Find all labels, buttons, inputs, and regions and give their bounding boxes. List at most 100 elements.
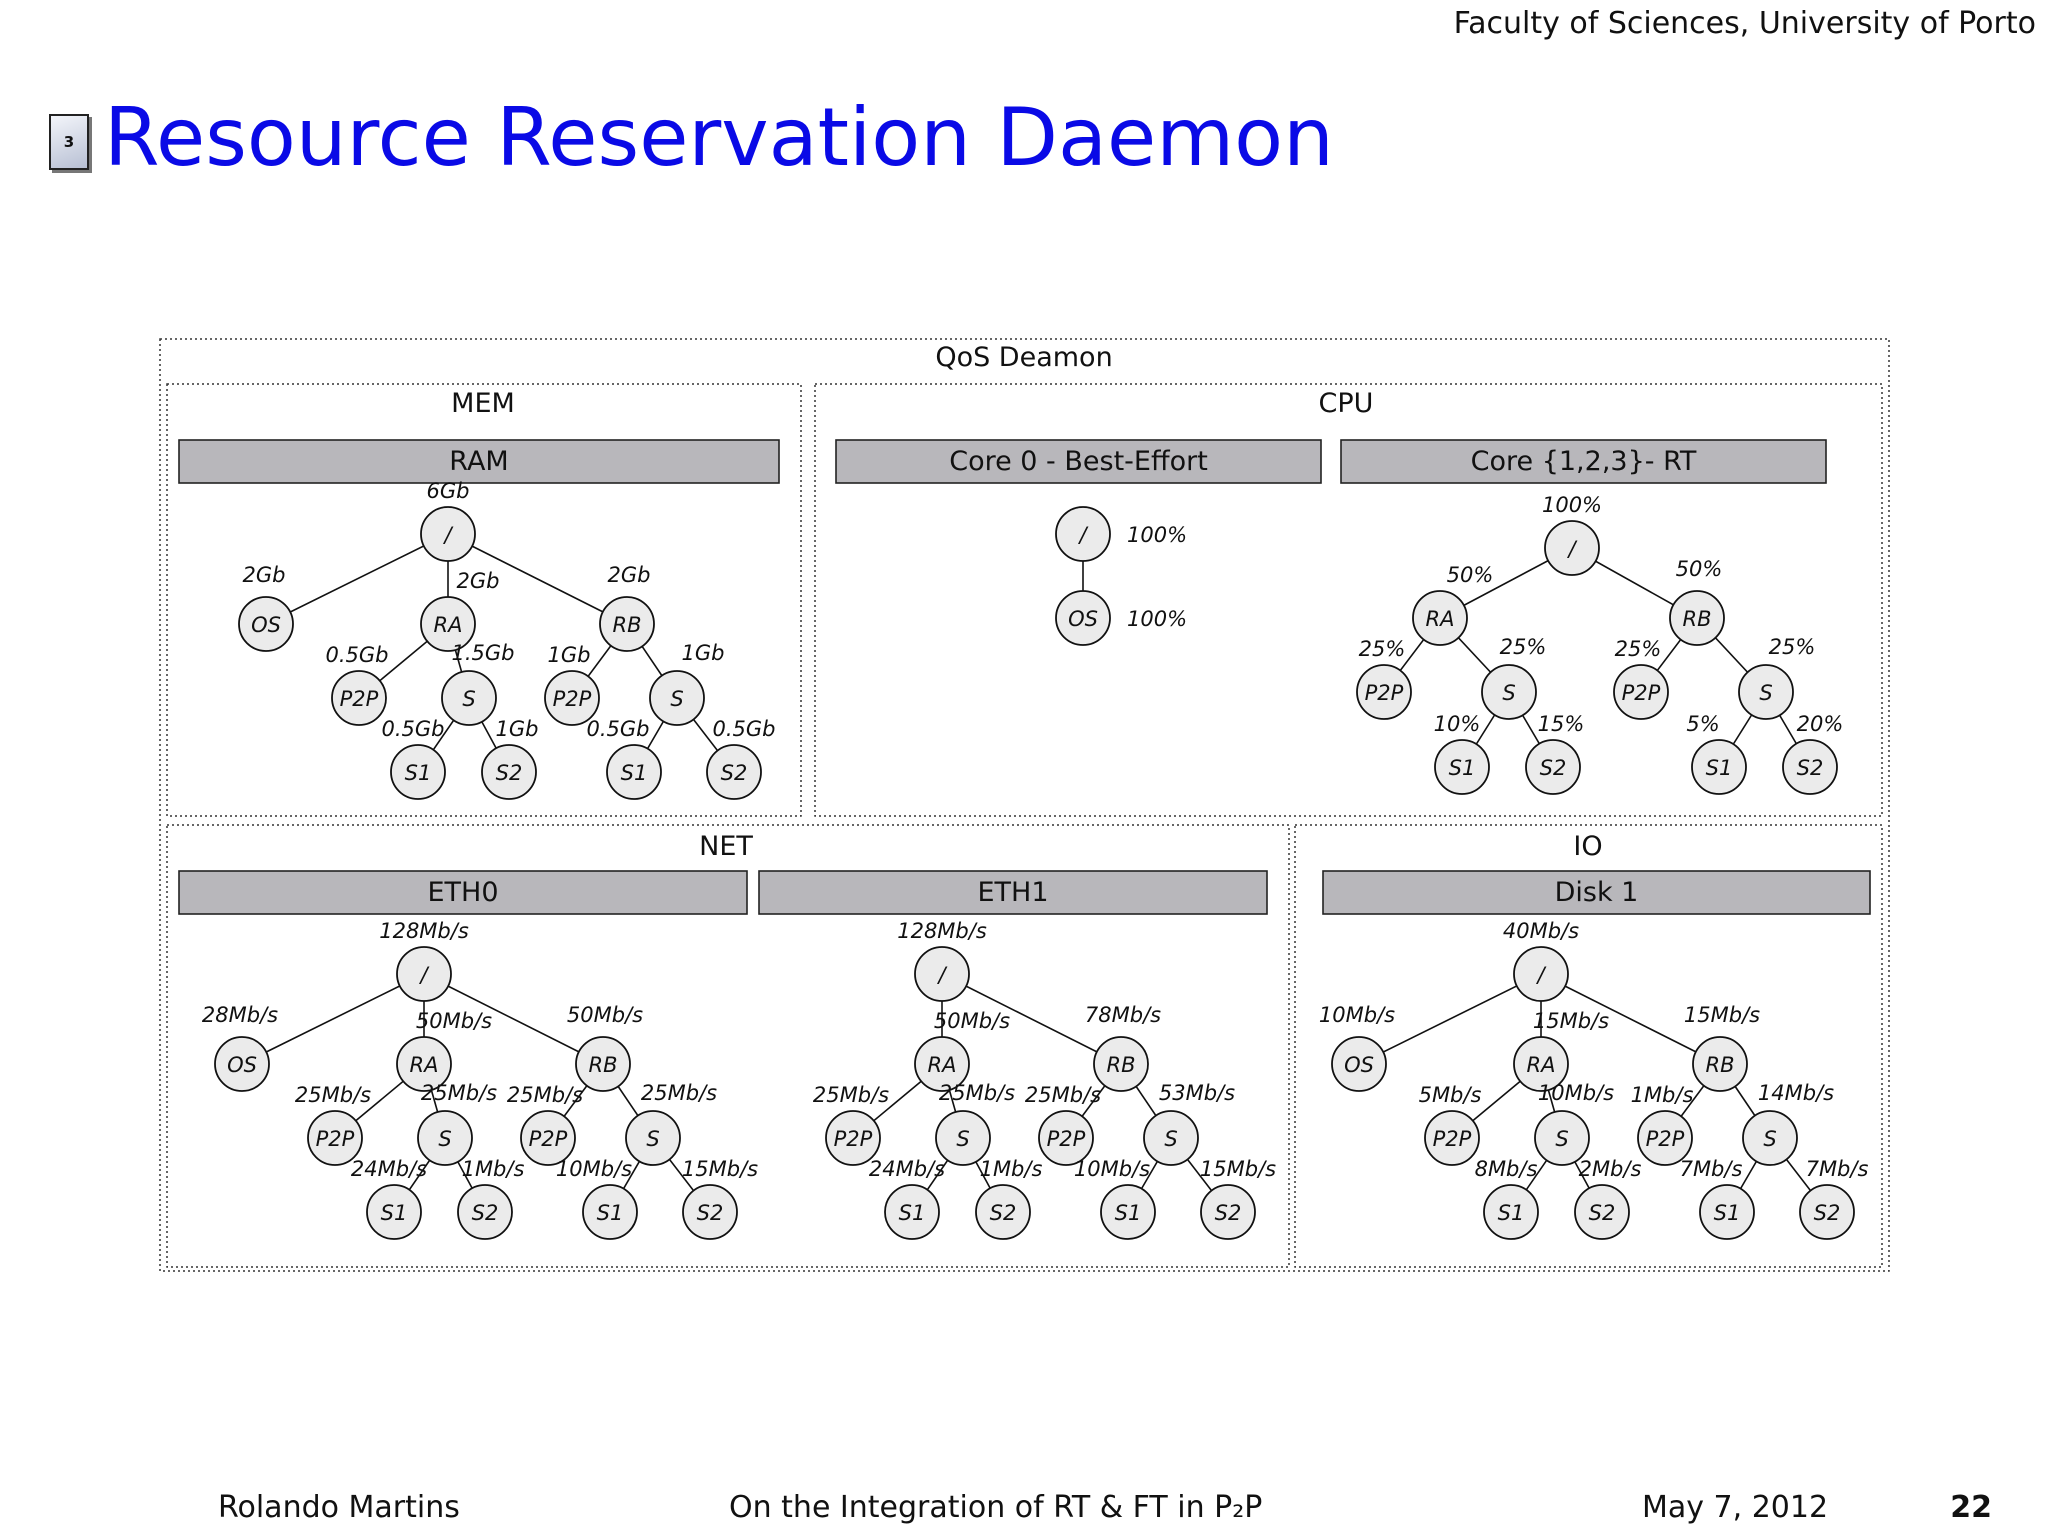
allocation-label: 14Mb/s (1758, 1081, 1834, 1105)
tree-node-ra_s (1534, 1110, 1590, 1166)
tree-node-label: S2 (990, 1201, 1017, 1225)
tree-node-rb_s (1143, 1110, 1199, 1166)
tree-edge (941, 973, 1122, 1065)
tree-node-root (396, 946, 452, 1002)
device-header-label: Core {1,2,3}- RT (1471, 446, 1697, 477)
tree-node-label: S2 (472, 1201, 499, 1225)
tree-node-label: S2 (1589, 1201, 1616, 1225)
tree-node-rb_s (625, 1110, 681, 1166)
tree-node-label: OS (227, 1053, 257, 1077)
allocation-label: 15Mb/s (1684, 1003, 1760, 1027)
footer-author: Rolando Martins (218, 1490, 460, 1525)
tree-node-label: S1 (1449, 756, 1476, 780)
tree-node-root (1055, 506, 1111, 562)
tree-node-root (914, 946, 970, 1002)
tree-node-ra_s (935, 1110, 991, 1166)
tree-node-ra_s2 (481, 744, 537, 800)
allocation-label: 50% (1676, 557, 1723, 581)
tree-node-ra_s1 (1434, 739, 1490, 795)
tree-node-label: S1 (405, 761, 432, 785)
allocation-label: 0.5Gb (713, 717, 776, 741)
footer-talk-title: On the Integration of RT & FT in P₂P (729, 1490, 1263, 1525)
allocation-label: 25Mb/s (295, 1083, 371, 1107)
tree-node-label: P2P (1047, 1127, 1086, 1151)
tree-node-label: RA (928, 1053, 957, 1077)
allocation-label: 2Mb/s (1579, 1157, 1642, 1181)
tree-node-label: S (956, 1127, 969, 1151)
allocation-label: 25Mb/s (421, 1081, 497, 1105)
tree-node-label: S (462, 687, 475, 711)
tree-node-ra_s (1481, 664, 1537, 720)
allocation-label: 15% (1538, 712, 1585, 736)
tree-node-label: OS (1344, 1053, 1374, 1077)
allocation-label: 1Gb (682, 641, 725, 665)
tree-node-label: S (646, 1127, 659, 1151)
allocation-label: 20% (1797, 712, 1844, 736)
tree-node-root (1513, 946, 1569, 1002)
allocation-label: 1Mb/s (462, 1157, 525, 1181)
allocation-label: 7Mb/s (1680, 1157, 1743, 1181)
tree-node-ra (396, 1036, 452, 1092)
tree-node-label: P2P (1433, 1127, 1472, 1151)
tree-node-label: / (1535, 963, 1546, 987)
tree-node-rb_s2 (706, 744, 762, 800)
tree-node-label: P2P (1646, 1127, 1685, 1151)
tree-node-rb_s (1738, 664, 1794, 720)
tree-node-label: P2P (529, 1127, 568, 1151)
device-header (1340, 439, 1827, 484)
allocation-label: 25Mb/s (641, 1081, 717, 1105)
tree-node-label: S (1763, 1127, 1776, 1151)
tree-node-ra_s2 (1574, 1184, 1630, 1240)
tree-node-label: / (1077, 523, 1088, 547)
allocation-label: 7Mb/s (1806, 1157, 1869, 1181)
allocation-label: 50Mb/s (567, 1003, 643, 1027)
tree-node-label: P2P (340, 687, 379, 711)
tree-node-ra_s2 (1525, 739, 1581, 795)
tree-node-ra_p2p (331, 670, 387, 726)
allocation-label: 53Mb/s (1159, 1081, 1235, 1105)
allocation-label: 0.5Gb (326, 643, 389, 667)
qos-daemon-frame (159, 338, 1890, 1272)
tree-node-ra (1412, 590, 1468, 646)
tree-node-label: P2P (316, 1127, 355, 1151)
tree-node-ra_s1 (1483, 1184, 1539, 1240)
footer-date: May 7, 2012 (1642, 1490, 1829, 1525)
tree-node-label: / (936, 963, 947, 987)
tree-node-label: / (1566, 537, 1577, 561)
cpu-section-label: CPU (1319, 388, 1374, 419)
allocation-label: 1.5Gb (452, 641, 515, 665)
allocation-label: 5% (1686, 712, 1719, 736)
allocation-label: 10Mb/s (1074, 1157, 1150, 1181)
tree-node-label: P2P (834, 1127, 873, 1151)
io-section-frame (1294, 824, 1883, 1268)
allocation-label: 0.5Gb (587, 717, 650, 741)
io-section-label: IO (1573, 831, 1602, 862)
allocation-label: 40Mb/s (1503, 919, 1579, 943)
net-1-tree: /128Mb/sRA50Mb/sRB78Mb/sP2P25Mb/sS25Mb/s… (813, 919, 1276, 1240)
tree-node-ra (914, 1036, 970, 1092)
tree-node-label: S (1555, 1127, 1568, 1151)
cpu-section-frame (814, 383, 1883, 817)
tree-node-rb_s1 (1691, 739, 1747, 795)
tree-node-rb_s (649, 670, 705, 726)
tree-node-label: RB (1683, 607, 1712, 631)
tree-node-rb_s1 (582, 1184, 638, 1240)
tree-node-label: S2 (1814, 1201, 1841, 1225)
tree-node-rb_s1 (606, 744, 662, 800)
allocation-label: 128Mb/s (379, 919, 469, 943)
tree-node-ra_p2p (1424, 1110, 1480, 1166)
institution-header: Faculty of Sciences, University of Porto (1453, 6, 2036, 41)
device-header-label: Core 0 - Best-Effort (949, 446, 1208, 477)
tree-node-ra_s1 (884, 1184, 940, 1240)
allocation-label: 100% (1542, 493, 1602, 517)
tree-edge (265, 533, 449, 625)
allocation-label: 1Gb (496, 717, 539, 741)
allocation-label: 15Mb/s (1533, 1009, 1609, 1033)
tree-node-label: P2P (1365, 681, 1404, 705)
tree-node-ra_p2p (307, 1110, 363, 1166)
tree-edge (447, 533, 628, 625)
device-header (178, 870, 748, 915)
allocation-label: 50Mb/s (416, 1009, 492, 1033)
device-header-label: ETH1 (977, 877, 1048, 908)
